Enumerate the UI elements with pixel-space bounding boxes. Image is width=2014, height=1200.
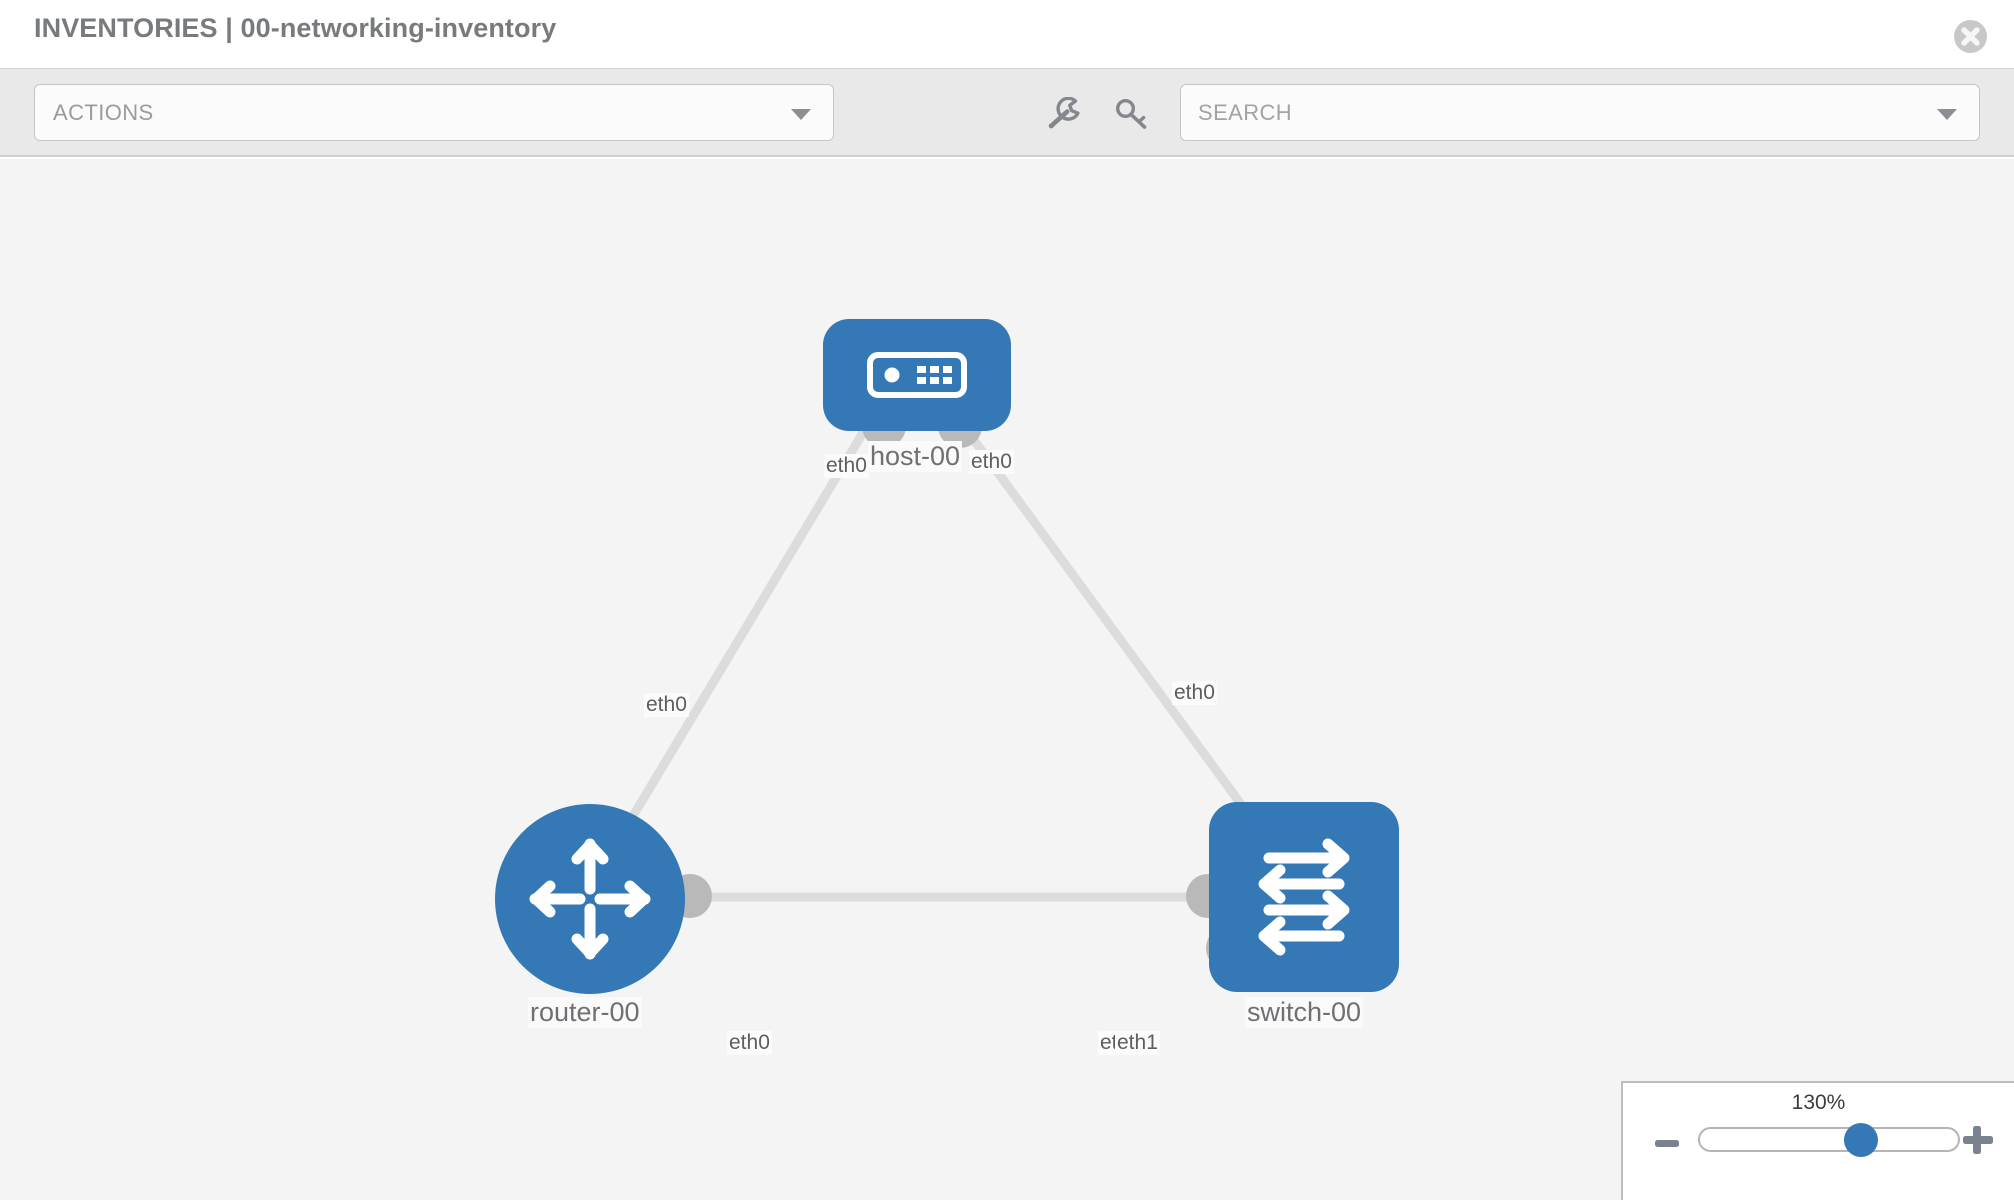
edge-label-router-up: eth0 bbox=[644, 693, 689, 717]
zoom-level-label: 130% bbox=[1791, 1091, 1846, 1114]
search-input[interactable]: SEARCH bbox=[1180, 84, 1980, 141]
key-icon[interactable] bbox=[1113, 97, 1151, 131]
zoom-in-button[interactable] bbox=[1962, 1124, 1994, 1161]
edge-label-host-right: eth0 bbox=[969, 450, 1014, 474]
node-label-host-00: host-00 bbox=[868, 441, 963, 472]
toolbar: ACTIONS SEARCH bbox=[0, 68, 2014, 157]
zoom-control-panel: 130% bbox=[1621, 1081, 2014, 1200]
actions-dropdown[interactable]: ACTIONS bbox=[34, 84, 834, 141]
edge-label-router-right: eth0 bbox=[727, 1031, 772, 1055]
page-header: INVENTORIES | 00-networking-inventory bbox=[0, 0, 2014, 68]
topology-canvas[interactable]: host-00 router-00 switch-00 eth0 eth0 et… bbox=[0, 159, 2014, 1200]
chevron-down-icon bbox=[1937, 109, 1957, 120]
search-placeholder: SEARCH bbox=[1198, 100, 1293, 125]
zoom-out-button[interactable] bbox=[1654, 1131, 1680, 1162]
actions-dropdown-label: ACTIONS bbox=[53, 100, 154, 125]
node-label-switch-00: switch-00 bbox=[1245, 997, 1364, 1028]
page-title: INVENTORIES | 00-networking-inventory bbox=[34, 13, 557, 43]
edge-label-host-left: eth0 bbox=[824, 454, 869, 478]
zoom-slider-handle[interactable] bbox=[1844, 1123, 1879, 1157]
wrench-icon[interactable] bbox=[1045, 96, 1083, 131]
topology-links bbox=[596, 418, 1294, 902]
edge-label-switch-left: eth1 bbox=[1115, 1031, 1160, 1055]
chevron-down-icon bbox=[791, 109, 811, 120]
zoom-slider[interactable] bbox=[1698, 1123, 1960, 1157]
node-label-router-00: router-00 bbox=[528, 997, 642, 1028]
node-host-00[interactable] bbox=[823, 319, 1011, 431]
close-icon[interactable] bbox=[1954, 20, 1987, 53]
node-switch-00[interactable] bbox=[1209, 802, 1399, 992]
node-router-00[interactable] bbox=[495, 804, 685, 994]
edge-label-switch-up: eth0 bbox=[1172, 681, 1217, 705]
